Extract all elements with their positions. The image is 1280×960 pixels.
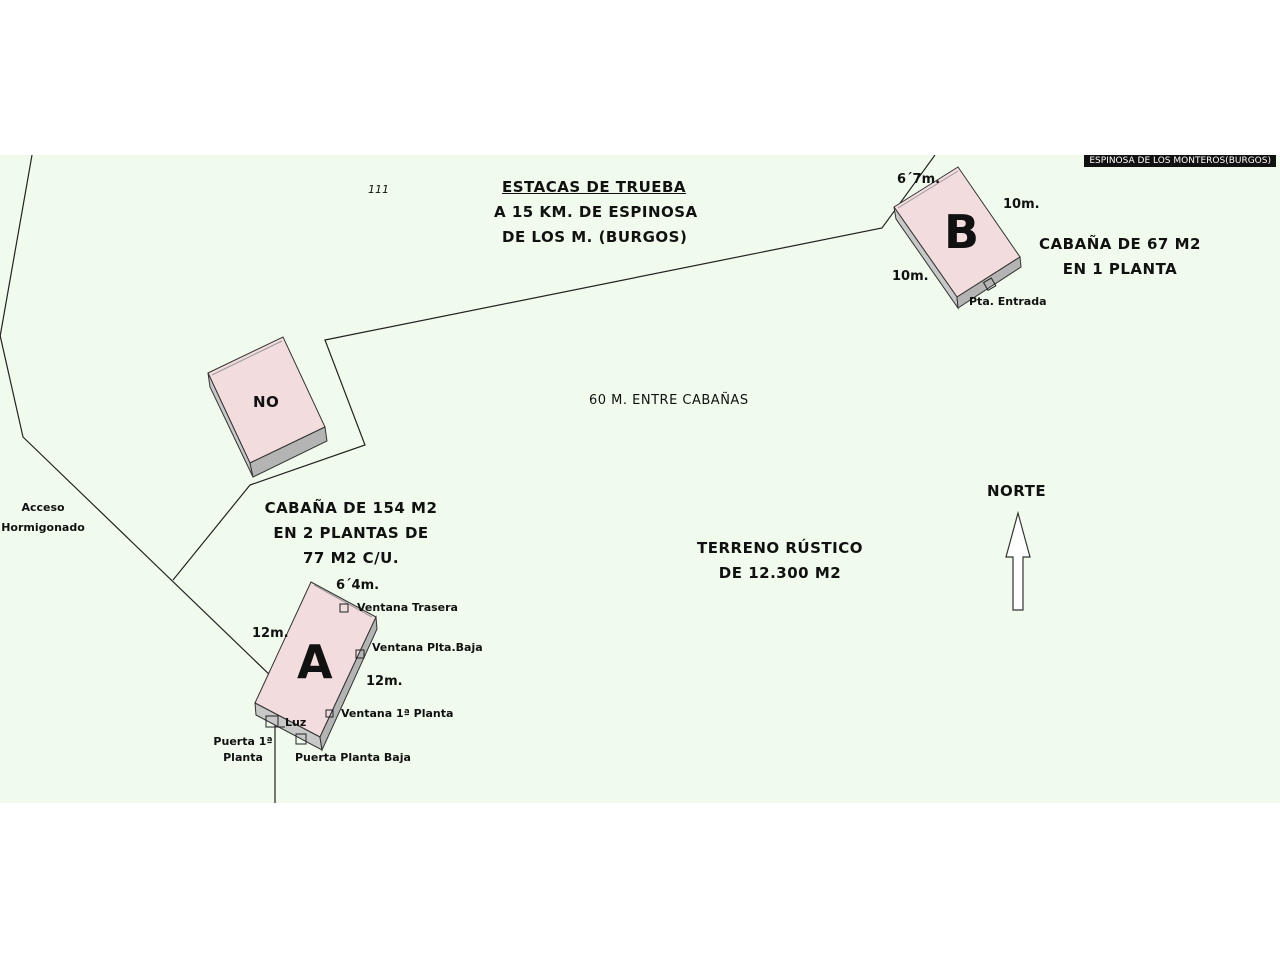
cabin-b-dim-left: 10m.	[892, 269, 929, 284]
site-plan: ESPINOSA DE LOS MONTEROS(BURGOS) ESTACAS…	[0, 155, 1280, 803]
door-first-label-line-1: Puerta 1ª	[213, 735, 273, 748]
block-no-label: NO	[253, 393, 280, 411]
cabin-a-desc-line-2: EN 2 PLANTAS DE	[273, 524, 429, 542]
cabin-a-dim-top: 6´4m.	[336, 578, 380, 593]
access-line-2: Hormigonado	[1, 521, 85, 534]
mark-111: 111	[368, 183, 389, 196]
access-line-1: Acceso	[21, 501, 65, 514]
plan-drawing	[0, 155, 1031, 803]
title-line-3: DE LOS M. (BURGOS)	[502, 228, 688, 246]
terrain-line-2: DE 12.300 M2	[718, 564, 842, 582]
door-ground-label: Puerta Planta Baja	[295, 751, 411, 764]
window-first-label: Ventana 1ª Planta	[341, 707, 454, 720]
cabin-b-desc-line-1: CABAÑA DE 67 M2	[1039, 235, 1201, 253]
window-first-marker	[325, 709, 334, 718]
door-first-label-line-2: Planta	[223, 751, 263, 764]
access-branch-line	[172, 484, 251, 581]
cabin-a-dim-left: 12m.	[252, 626, 289, 641]
title-line-1: ESTACAS DE TRUEBA	[502, 178, 687, 196]
window-back-marker	[339, 603, 349, 613]
door-ground-marker	[295, 733, 307, 745]
cabin-b-dim-right: 10m.	[1003, 197, 1040, 212]
cabin-b-letter: B	[944, 205, 980, 259]
access-road-line	[0, 334, 276, 803]
window-back-label: Ventana Trasera	[357, 601, 458, 614]
cabin-a-desc-line-3: 77 M2 C/U.	[302, 549, 400, 567]
north-label: NORTE	[987, 482, 1047, 500]
cabin-a-dim-right: 12m.	[366, 674, 403, 689]
north-arrow	[1005, 510, 1031, 611]
window-ground-label: Ventana Plta.Baja	[372, 641, 483, 654]
cabin-a-desc-line-1: CABAÑA DE 154 M2	[264, 499, 438, 517]
left-boundary-line	[0, 155, 33, 338]
window-ground-marker	[355, 649, 365, 659]
location-tag: ESPINOSA DE LOS MONTEROS(BURGOS)	[1084, 155, 1276, 167]
cabin-b-door-label: Pta. Entrada	[969, 295, 1047, 308]
block-no-shape	[207, 336, 328, 478]
title-line-2: A 15 KM. DE ESPINOSA	[494, 203, 698, 221]
light-label: Luz	[285, 716, 307, 729]
door-first-marker	[265, 715, 279, 728]
cabin-b-dim-top: 6´7m.	[897, 172, 941, 187]
cabin-b-desc-line-2: EN 1 PLANTA	[1062, 260, 1178, 278]
distance-between-label: 60 M. ENTRE CABAÑAS	[589, 393, 749, 408]
cabin-b-shape	[893, 166, 1022, 310]
terrain-line-1: TERRENO RÚSTICO	[697, 539, 863, 557]
cabin-a-letter: A	[297, 635, 333, 689]
